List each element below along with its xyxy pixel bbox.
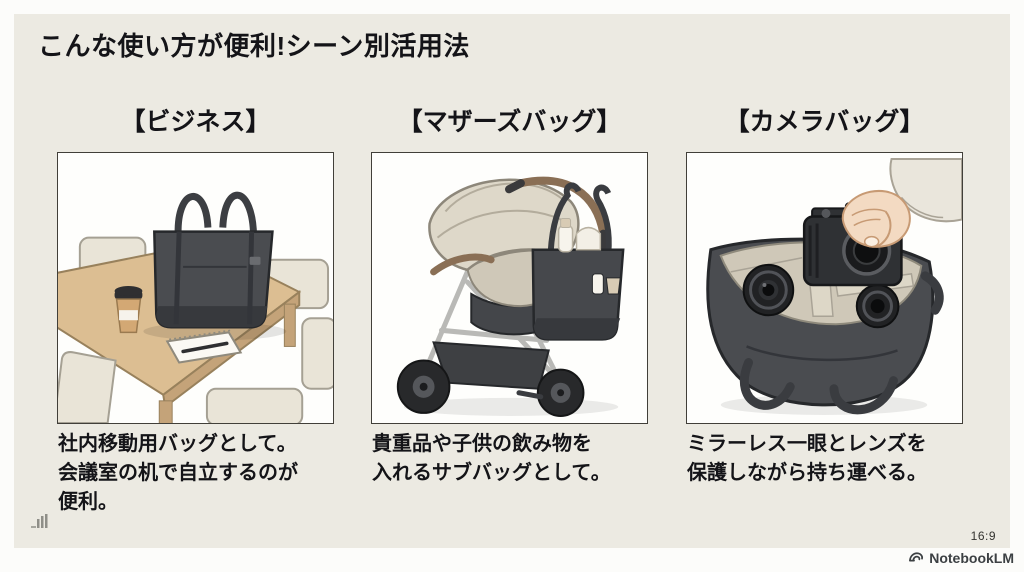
hanging-tote-bag (531, 182, 625, 341)
coffee-cup (114, 285, 143, 334)
stroller-basket (432, 341, 550, 390)
section-mothers-bag-caption: 貴重品や子供の飲み物を 入れるサブバッグとして。 (372, 433, 611, 484)
chairs-front (58, 317, 333, 423)
notebooklm-watermark: NotebookLM (908, 549, 1014, 567)
notebooklm-logo-icon (909, 552, 924, 562)
section-business-caption: 社内移動用バッグとして。 会議室の机で自立するのが 便利。 (58, 433, 298, 513)
section-business: 【ビジネス】 (57, 14, 334, 548)
section-mothers-bag: 【マザーズバッグ】 (371, 14, 648, 548)
stroller-wheels (396, 359, 585, 417)
section-camera-bag: 【カメラバッグ】 (686, 14, 963, 548)
camera-lenses (742, 263, 900, 329)
business-scene-illustration (58, 153, 333, 423)
slide-title: こんな使い方が便利!シーン別活用法 (38, 31, 470, 61)
mothers-bag-illustration-frame (371, 152, 648, 424)
aspect-ratio-label: 16:9 (970, 529, 996, 543)
corner-watermark-icon (30, 514, 50, 530)
section-mothers-bag-header: 【マザーズバッグ】 (397, 108, 622, 136)
section-camera-bag-caption: ミラーレス一眼とレンズを 保護しながら持ち運べる。 (687, 433, 927, 484)
tote-bag (153, 191, 274, 329)
notebooklm-label: NotebookLM (929, 550, 1014, 566)
section-camera-bag-header: 【カメラバッグ】 (724, 108, 925, 136)
tote-handles (739, 271, 944, 415)
stroller-scene-illustration (372, 153, 647, 423)
presentation-slide: こんな使い方が便利!シーン別活用法 【ビジネス】 (14, 14, 1010, 548)
notepad (165, 329, 243, 364)
section-business-header: 【ビジネス】 (120, 108, 271, 136)
camera-bag-illustration-frame (686, 152, 963, 424)
camera-bag-scene-illustration (687, 153, 962, 423)
hand (841, 158, 962, 248)
business-illustration-frame (57, 152, 334, 424)
